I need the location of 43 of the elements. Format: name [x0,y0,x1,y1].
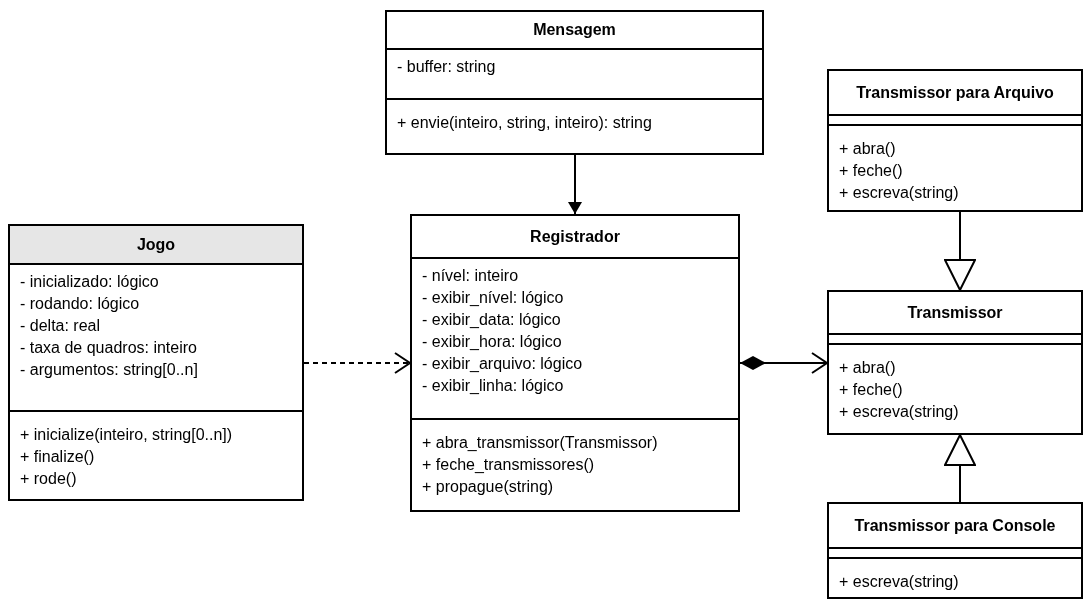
method-text: + feche() [839,380,903,400]
attribute-text: - argumentos: string[0..n] [20,360,198,380]
class-box [827,69,1083,212]
method-text: + abra_transmissor(Transmissor) [422,433,658,453]
class-box [410,214,740,512]
class-box [385,10,764,155]
method-text: + escreva(string) [839,402,959,422]
attribute-text: - exibir_linha: lógico [422,376,564,396]
method-text: + abra() [839,139,896,159]
attribute-text: - exibir_arquivo: lógico [422,354,583,374]
method-text: + propague(string) [422,477,554,497]
class-name: Registrador [530,227,620,246]
inheritance-arrow [944,211,976,291]
class-box [827,290,1083,435]
class-box [827,502,1083,599]
class-box [8,224,304,501]
method-text: + escreva(string) [839,572,959,592]
class-name: Transmissor [907,303,1003,322]
composition-arrow [739,352,828,374]
attribute-text: - delta: real [20,316,101,336]
attribute-text: - exibir_data: lógico [422,310,561,330]
attribute-text: - rodando: lógico [20,294,140,314]
attribute-text: - inicializado: lógico [20,272,159,292]
attribute-text: - nível: inteiro [422,266,519,286]
class-name: Transmissor para Arquivo [856,83,1054,102]
method-text: + envie(inteiro, string, inteiro): string [397,113,652,133]
attribute-text: - exibir_nível: lógico [422,288,564,308]
attribute-text: - exibir_hora: lógico [422,332,562,352]
method-text: + feche() [839,161,903,181]
class-name: Mensagem [533,21,616,39]
attribute-text: - taxa de quadros: inteiro [20,338,197,358]
method-text: + rode() [20,469,77,489]
method-text: + escreva(string) [839,183,959,203]
method-text: + finalize() [20,447,95,467]
method-text: + feche_transmissores() [422,455,595,475]
inheritance-arrow [944,434,976,503]
class-name: Jogo [136,235,176,254]
association-arrow [568,154,582,215]
dependency-arrow [303,352,411,374]
method-text: + abra() [839,358,896,378]
class-name: Transmissor para Console [854,516,1056,535]
method-text: + inicialize(inteiro, string[0..n]) [20,425,233,445]
attribute-text: - buffer: string [397,57,496,77]
